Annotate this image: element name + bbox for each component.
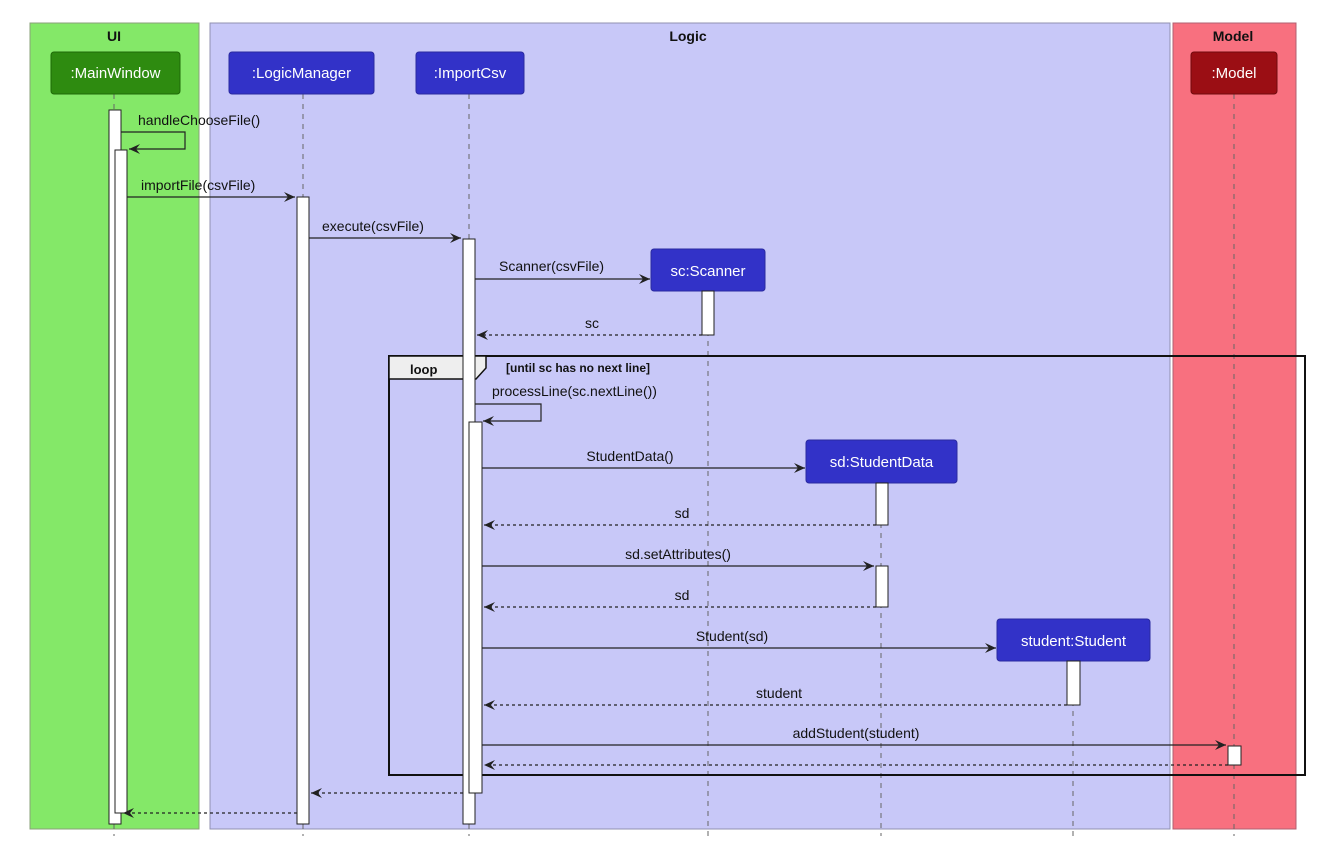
message-label-add-student: addStudent(student)	[793, 725, 920, 741]
participant-importcsv[interactable]: :ImportCsv	[415, 51, 525, 95]
message-label-process-line: processLine(sc.nextLine())	[492, 383, 657, 399]
message-label-execute: execute(csvFile)	[322, 218, 424, 234]
lane-ui-title: UI	[107, 28, 121, 44]
participant-logicmanager-label: :LogicManager	[252, 65, 351, 82]
message-handle-choose-file	[121, 131, 186, 154]
messages	[121, 131, 1228, 818]
message-label-import-file: importFile(csvFile)	[141, 177, 255, 193]
participant-mainwindow-label: :MainWindow	[70, 65, 160, 82]
activation-importcsv-2	[468, 421, 483, 794]
activation-logicmanager	[296, 196, 310, 825]
message-label-return-sc: sc	[585, 315, 599, 331]
message-label-handle-choose-file: handleChooseFile()	[138, 112, 260, 128]
participant-model[interactable]: :Model	[1190, 51, 1278, 95]
participant-scanner[interactable]: sc:Scanner	[650, 248, 766, 292]
message-labels: handleChooseFile() importFile(csvFile) e…	[138, 112, 919, 741]
activation-studentdata-2	[875, 565, 889, 608]
message-label-return-sd-1: sd	[675, 505, 690, 521]
activation-model	[1227, 745, 1242, 766]
message-label-student-create: Student(sd)	[696, 628, 768, 644]
message-label-return-student: student	[756, 685, 802, 701]
activations	[108, 109, 1242, 825]
lane-model-title: Model	[1213, 28, 1253, 44]
loop-label: loop	[410, 362, 437, 377]
participant-studentdata[interactable]: sd:StudentData	[805, 439, 958, 484]
participant-scanner-label: sc:Scanner	[670, 263, 745, 280]
lane-logic: Logic	[209, 22, 1171, 830]
message-process-line	[475, 403, 542, 426]
participant-student-label: student:Student	[1021, 633, 1127, 650]
loop-frame: loop [until sc has no next line]	[388, 355, 1306, 776]
activation-scanner	[701, 290, 715, 336]
message-label-scanner-create: Scanner(csvFile)	[499, 258, 604, 274]
message-label-return-sd-2: sd	[675, 587, 690, 603]
lane-logic-bg	[209, 22, 1171, 830]
message-label-set-attributes: sd.setAttributes()	[625, 546, 731, 562]
participant-studentdata-label: sd:StudentData	[830, 454, 934, 471]
loop-guard: [until sc has no next line]	[506, 361, 650, 375]
participant-model-label: :Model	[1211, 65, 1256, 82]
participant-student[interactable]: student:Student	[996, 618, 1151, 662]
message-label-studentdata-create: StudentData()	[586, 448, 673, 464]
participant-logicmanager[interactable]: :LogicManager	[228, 51, 375, 95]
activation-mainwindow-2	[114, 149, 128, 814]
participant-mainwindow[interactable]: :MainWindow	[50, 51, 181, 95]
participant-importcsv-label: :ImportCsv	[434, 65, 507, 82]
activation-studentdata-1	[875, 482, 889, 526]
lane-logic-title: Logic	[669, 28, 707, 44]
activation-student	[1066, 660, 1081, 706]
